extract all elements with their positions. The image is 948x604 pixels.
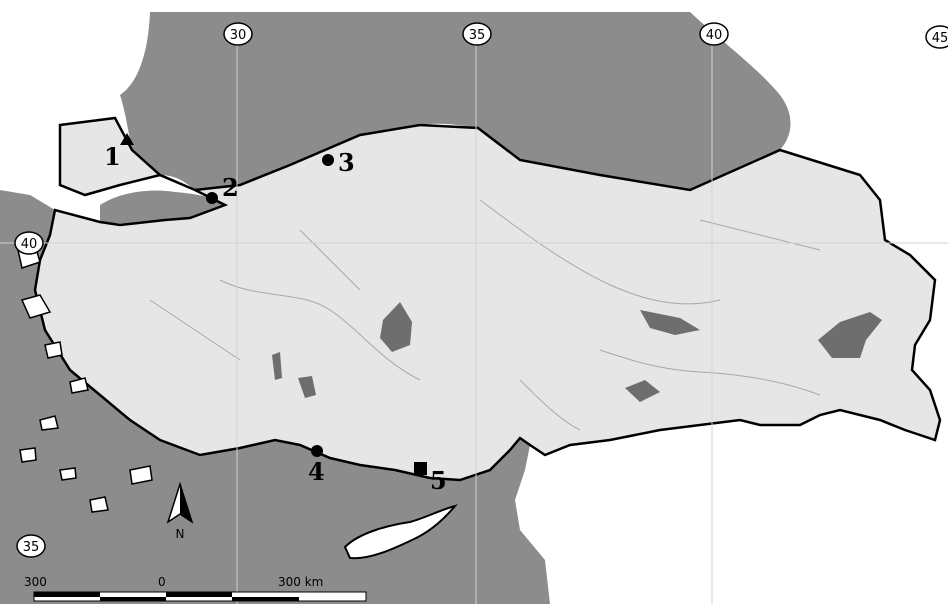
grid-badge-lon-40: 40	[699, 22, 729, 46]
grid-badge-lat-35: 35	[16, 534, 46, 558]
site-5: 5	[414, 462, 447, 495]
circle-marker-icon	[311, 445, 323, 457]
lake-beysehir	[298, 376, 316, 398]
scale-middle-label: 0	[158, 575, 166, 589]
site-label-3: 3	[338, 148, 355, 177]
grid-label-35-left: 35	[23, 540, 40, 555]
site-label-4: 4	[308, 457, 325, 486]
scale-left-label: 300	[24, 575, 47, 589]
circle-marker-icon	[206, 192, 218, 204]
turkey-land	[33, 116, 942, 482]
mediterranean-sea	[0, 190, 550, 604]
grid-badge-lon-35: 35	[462, 22, 492, 46]
lake-ataturk	[625, 380, 660, 402]
grid-label-45: 45	[932, 31, 948, 46]
site-2: 2	[206, 173, 239, 204]
lake-keban	[640, 310, 700, 335]
graticule	[0, 30, 948, 604]
triangle-marker-icon	[120, 133, 134, 145]
north-arrow-label: N	[176, 527, 185, 541]
scale-right-label: 300 km	[278, 575, 323, 589]
grid-label-30: 30	[230, 28, 247, 43]
cyprus	[343, 504, 458, 560]
site-label-5: 5	[430, 466, 447, 495]
site-4: 4	[308, 445, 325, 486]
site-label-1: 1	[104, 142, 121, 171]
lake-van	[818, 312, 882, 358]
rivers	[149, 199, 821, 431]
circle-marker-icon	[322, 154, 334, 166]
site-1: 1	[104, 133, 134, 171]
site-label-2: 2	[222, 173, 239, 202]
scale-bar: 300 0 300 km	[24, 575, 367, 602]
lake-tuz	[380, 302, 412, 352]
grid-label-40-top: 40	[706, 28, 723, 43]
square-marker-icon	[414, 462, 427, 475]
grid-label-40-left: 40	[21, 237, 38, 252]
lake-egirdir	[272, 352, 282, 380]
north-arrow: N	[166, 481, 194, 541]
grid-badge-lon-30: 30	[223, 22, 253, 46]
aegean-islands	[17, 244, 153, 513]
grid-label-35: 35	[469, 28, 486, 43]
sea-of-marmara	[100, 190, 225, 224]
grid-badge-lon-45: 45	[925, 25, 948, 49]
grid-badge-lat-40: 40	[14, 231, 44, 255]
site-3: 3	[322, 148, 355, 177]
black-sea	[120, 12, 791, 191]
